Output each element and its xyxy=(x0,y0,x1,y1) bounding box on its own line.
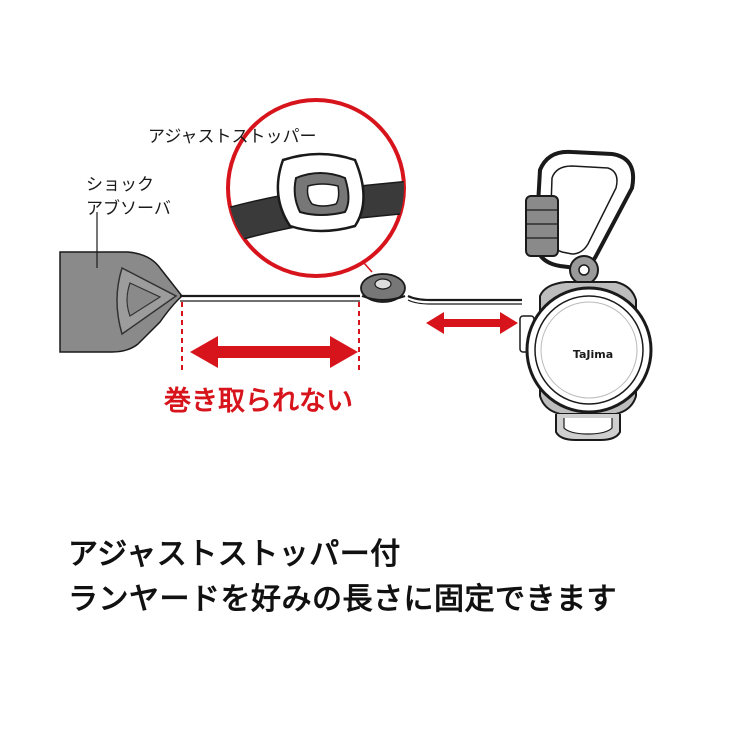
adjust-stopper-label: アジャストストッパー xyxy=(148,127,316,147)
shock-absorber xyxy=(59,251,184,353)
retract-arrow-icon xyxy=(426,312,518,334)
callout-circle xyxy=(226,98,406,278)
shock-absorber-label-line2: アブソーバ xyxy=(86,198,171,219)
caption-line-2: ランヤードを好みの長さに固定できます xyxy=(68,582,617,617)
caption-line-1: アジャストストッパー付 xyxy=(68,537,401,572)
carabiner xyxy=(525,149,635,285)
retractor-body: TaJima xyxy=(519,281,653,441)
limit-lines xyxy=(181,302,360,370)
adjust-stopper-small xyxy=(360,273,406,303)
brand-logo: TaJima xyxy=(573,348,613,361)
not-retracted-label: 巻き取られない xyxy=(163,386,353,417)
shock-absorber-label-line1: ショック xyxy=(86,175,154,195)
range-arrow-icon xyxy=(190,336,358,368)
lanyard-line xyxy=(180,294,522,305)
